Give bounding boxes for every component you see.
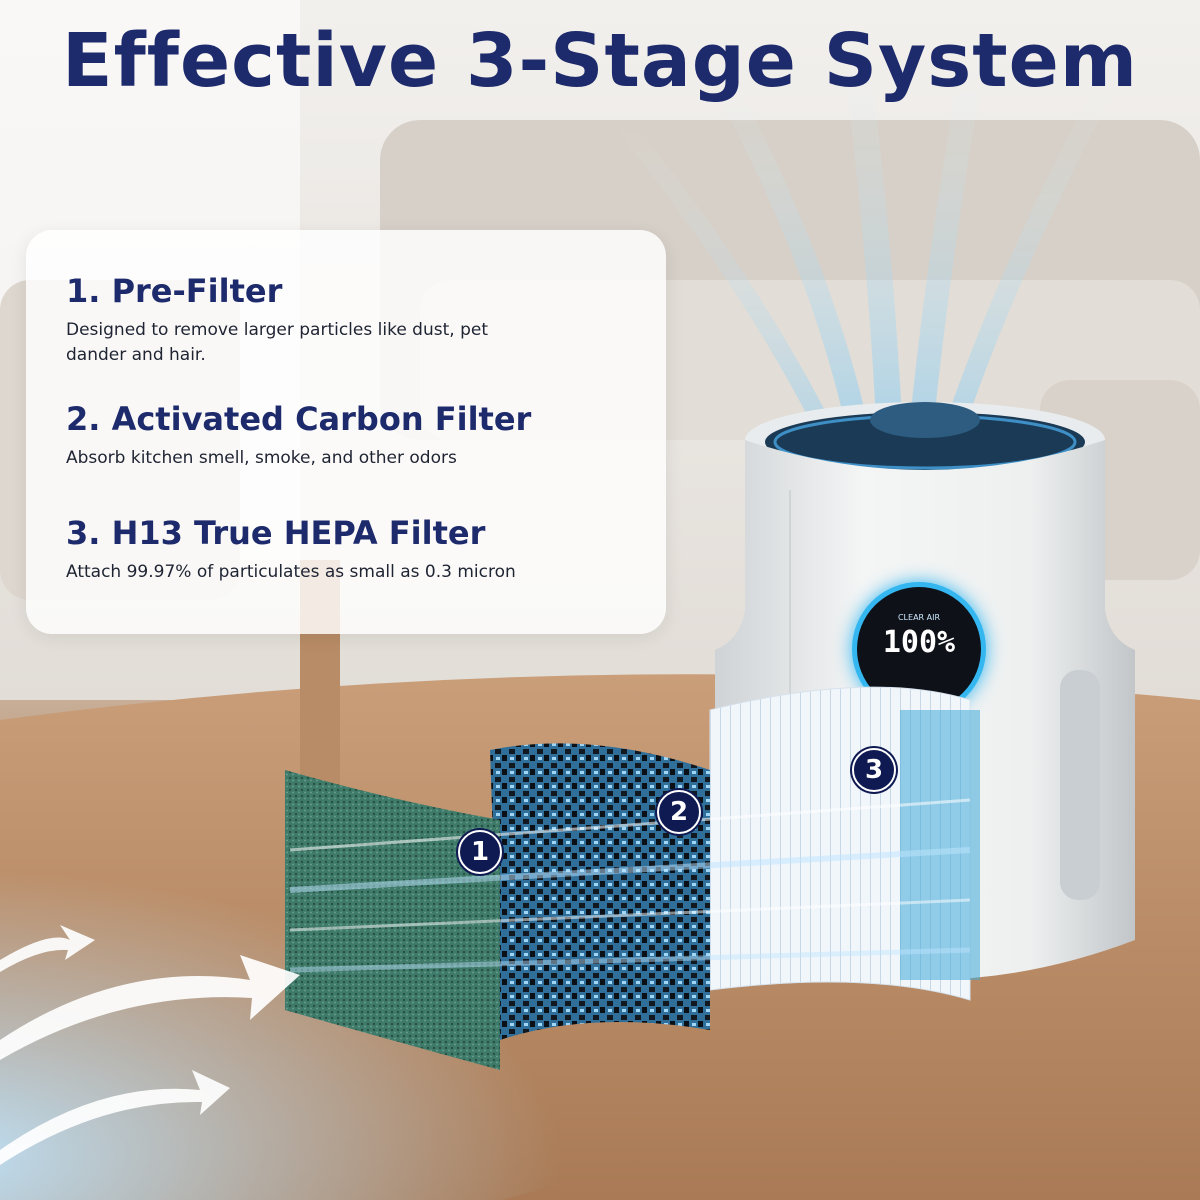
stage-2-title: 2. Activated Carbon Filter xyxy=(66,400,532,438)
stage-3-title: 3. H13 True HEPA Filter xyxy=(66,514,486,552)
stage-3-badge: 3 xyxy=(852,748,896,792)
stage-3-block: 3. H13 True HEPA Filter Attach 99.97% of… xyxy=(66,514,656,585)
display-value: 100% xyxy=(882,625,956,660)
airflow-arrow-icon xyxy=(0,1070,230,1165)
stage-1-badge: 1 xyxy=(458,830,502,874)
stage-2-description: Absorb kitchen smell, smoke, and other o… xyxy=(66,448,457,468)
stage-1-block: 1. Pre-Filter Designed to remove larger … xyxy=(66,272,536,368)
filter-stages-panel: 1. Pre-Filter Designed to remove larger … xyxy=(26,230,666,634)
display-label: CLEAR AIR xyxy=(897,613,941,622)
airflow-arrow-icon xyxy=(0,955,300,1060)
stage-2-block: 2. Activated Carbon Filter Absorb kitche… xyxy=(66,400,656,471)
stage-1-title: 1. Pre-Filter xyxy=(66,272,283,310)
filter-layers xyxy=(285,686,980,1070)
stage-3-description: Attach 99.97% of particulates as small a… xyxy=(66,562,516,582)
page-title: Effective 3-Stage System xyxy=(62,18,1138,104)
airflow-beams xyxy=(613,8,1129,445)
carbon-filter-layer xyxy=(490,743,710,1040)
stage-1-description: Designed to remove larger particles like… xyxy=(66,320,488,365)
airflow-arrow-icon xyxy=(0,925,95,972)
purifier-top-grille xyxy=(765,412,1085,472)
stage-2-badge: 2 xyxy=(657,790,701,834)
intake-arrows xyxy=(0,925,300,1165)
